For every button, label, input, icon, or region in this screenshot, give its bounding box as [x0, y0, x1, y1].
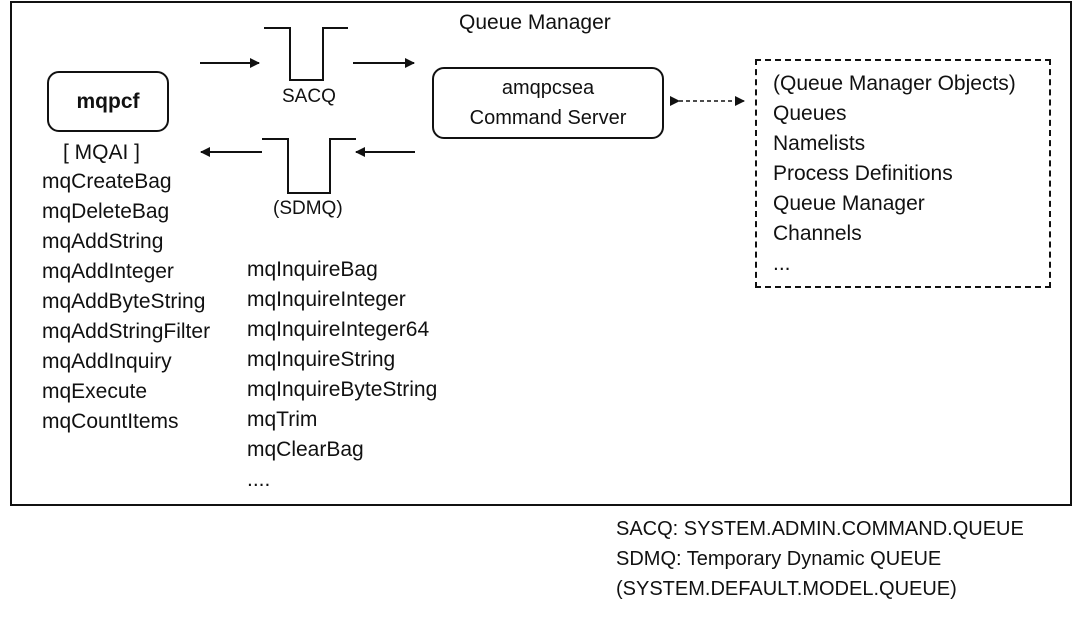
list-item: ... — [773, 252, 791, 275]
list-item: mqInquireString — [247, 348, 396, 371]
list-item: Queue Manager — [773, 192, 925, 215]
queue-manager-objects-box: (Queue Manager Objects) Queues Namelists… — [755, 59, 1051, 288]
list-item: .... — [247, 468, 271, 491]
queue-manager-frame — [10, 1, 1072, 506]
mqpcf-label: mqpcf — [76, 89, 140, 113]
queue-manager-objects-list: (Queue Manager Objects) Queues Namelists… — [773, 69, 1016, 279]
list-item: mqAddInquiry — [42, 350, 172, 373]
mqpcf-box: mqpcf — [47, 71, 169, 132]
queue-manager-title: Queue Manager — [459, 11, 611, 34]
inquire-function-list: mqInquireBag mqInquireInteger mqInquireI… — [247, 255, 437, 495]
list-item: mqClearBag — [247, 438, 364, 461]
list-item: Queues — [773, 102, 847, 125]
list-item: mqAddInteger — [42, 260, 174, 283]
list-item: mqCreateBag — [42, 170, 172, 193]
command-server-process: amqpcsea — [501, 77, 595, 99]
mqai-label: [ MQAI ] — [63, 141, 141, 164]
list-item: mqDeleteBag — [42, 200, 170, 223]
legend-sacq: SACQ: SYSTEM.ADMIN.COMMAND.QUEUE — [616, 518, 1024, 540]
list-item: mqExecute — [42, 380, 148, 403]
legend-sdmq: SDMQ: Temporary Dynamic QUEUE — [616, 548, 942, 570]
list-item: Process Definitions — [773, 162, 953, 185]
list-item: mqTrim — [247, 408, 318, 431]
mqai-function-list: mqCreateBag mqDeleteBag mqAddString mqAd… — [42, 167, 210, 437]
list-item: mqAddStringFilter — [42, 320, 211, 343]
legend-sdmq-model: (SYSTEM.DEFAULT.MODEL.QUEUE) — [616, 578, 957, 600]
list-item: (Queue Manager Objects) — [773, 72, 1016, 95]
sdmq-queue-shape — [262, 138, 356, 194]
list-item: mqAddString — [42, 230, 164, 253]
legend: SACQ: SYSTEM.ADMIN.COMMAND.QUEUE SDMQ: T… — [616, 514, 1024, 604]
sdmq-label: (SDMQ) — [273, 198, 343, 219]
command-server-box: amqpcsea Command Server — [432, 67, 664, 139]
list-item: Channels — [773, 222, 862, 245]
list-item: mqInquireBag — [247, 258, 378, 281]
list-item: Namelists — [773, 132, 866, 155]
sacq-label: SACQ — [282, 86, 336, 107]
command-server-label: Command Server — [469, 107, 627, 129]
list-item: mqInquireInteger64 — [247, 318, 430, 341]
list-item: mqAddByteString — [42, 290, 206, 313]
list-item: mqCountItems — [42, 410, 179, 433]
sacq-queue-shape — [264, 27, 348, 81]
list-item: mqInquireByteString — [247, 378, 438, 401]
list-item: mqInquireInteger — [247, 288, 406, 311]
